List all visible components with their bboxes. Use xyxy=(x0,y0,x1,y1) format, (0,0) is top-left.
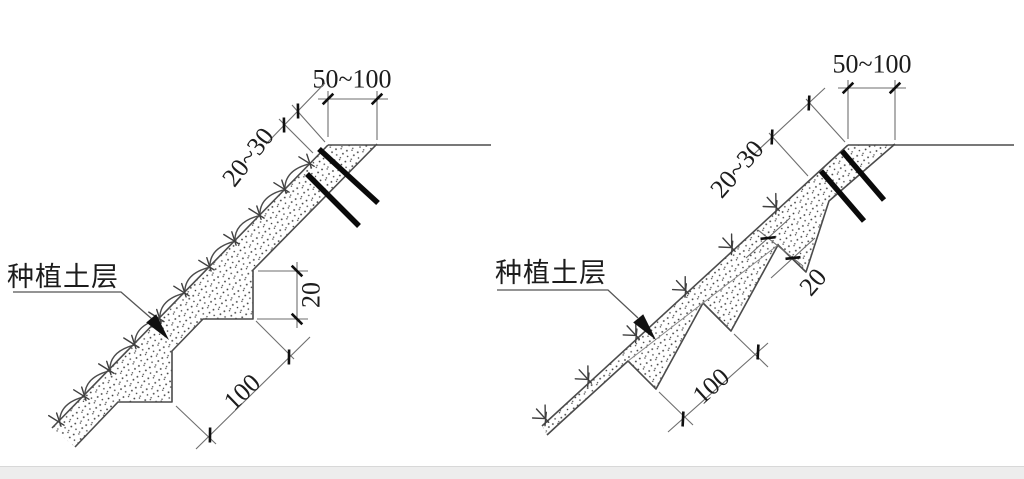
stepped-excavation-line xyxy=(74,143,378,448)
tuft-cross xyxy=(634,328,638,344)
grass-tick xyxy=(155,308,162,324)
grass-tick xyxy=(123,337,140,349)
leader-arrowhead xyxy=(146,314,169,340)
anchor-bar xyxy=(818,169,867,223)
dim-label: 50~100 xyxy=(832,50,911,79)
tuft-cross xyxy=(587,372,590,388)
tuft-stem xyxy=(578,369,593,384)
tuft-branch xyxy=(531,417,546,420)
soil-layer-callout: 种植土层 xyxy=(495,258,656,340)
grass-tick xyxy=(248,207,265,219)
grass-scallop-arc xyxy=(159,292,185,320)
dim-top-width: 50~100 xyxy=(832,50,912,140)
leader-arrowhead xyxy=(633,314,656,340)
anchor-bar xyxy=(839,149,887,202)
anchor-bars xyxy=(305,146,380,228)
grass-tick xyxy=(273,181,290,193)
soil-layer-callout: 种植土层 xyxy=(7,262,169,340)
dim-tick xyxy=(321,92,335,106)
grass-scallop-arc xyxy=(284,163,311,190)
grass-tick xyxy=(231,231,237,246)
grass-tick xyxy=(298,156,315,168)
dim-top-width: 50~100 xyxy=(312,65,392,140)
tuft-stem xyxy=(626,325,640,340)
dim-label: 20~30 xyxy=(216,122,280,192)
dim-tick xyxy=(681,411,685,427)
soil-bottom-chord-lines xyxy=(627,244,779,362)
grass-tick xyxy=(173,285,190,297)
grass-scallop-arc xyxy=(259,188,286,216)
sawtooth-excavation-line xyxy=(546,143,896,436)
stepped-slope-diagram: 50~100 20~30 20 100 种植土层 xyxy=(7,65,491,450)
sawtooth-slope-diagram: 50~100 20~30 20 100 种植土层 xyxy=(495,50,1014,436)
soil-layer-label: 种植土层 xyxy=(7,262,119,292)
tuft-stem xyxy=(722,237,736,253)
grass-tick xyxy=(281,179,287,195)
dim-label: 100 xyxy=(218,368,266,416)
tuft-stem xyxy=(675,279,690,295)
grass-scallop-arc xyxy=(109,344,135,371)
dimension-ticks xyxy=(208,81,902,443)
grass-tick xyxy=(55,412,62,427)
slope-face-line xyxy=(541,144,849,427)
dim-label: 20 xyxy=(297,282,326,308)
grass-tick xyxy=(48,414,65,426)
grass-tick xyxy=(306,153,312,169)
dim-tick xyxy=(760,235,776,241)
grass-scallop-arc xyxy=(84,370,110,397)
dim-label: 50~100 xyxy=(312,65,391,94)
dim-tick xyxy=(756,344,760,360)
dim-tick xyxy=(888,81,902,95)
dim-label: 100 xyxy=(687,362,735,410)
dim-tick xyxy=(290,264,304,278)
tuft-stem xyxy=(766,196,780,212)
grass-tick xyxy=(256,205,262,221)
grass-tick xyxy=(206,257,212,272)
anchor-bars xyxy=(818,149,887,223)
slope-face-line xyxy=(51,144,329,429)
dim-tick xyxy=(770,129,774,145)
soil-band-stipple xyxy=(52,144,377,447)
tuft-branch xyxy=(671,288,686,291)
dim-tick xyxy=(370,92,384,106)
grass-scallop-arc xyxy=(58,395,85,423)
grass-tick xyxy=(223,233,240,245)
anchor-bar xyxy=(305,172,361,228)
dim-step-length: 100 xyxy=(175,320,311,450)
dim-tick xyxy=(290,312,304,326)
tuft-cross xyxy=(684,283,687,298)
tuft-stem xyxy=(535,408,550,423)
tuft-cross xyxy=(730,240,734,256)
tuft-branch xyxy=(622,334,637,337)
tuft-branch xyxy=(574,378,589,381)
dim-tick xyxy=(841,81,855,95)
dim-label: 20~30 xyxy=(704,135,769,204)
scallop-grass-symbols xyxy=(48,153,315,427)
dim-step-height: 20 xyxy=(257,262,326,328)
grass-tick xyxy=(80,386,87,402)
tuft-branch xyxy=(762,205,777,208)
grass-scallop-arc xyxy=(234,214,261,242)
grass-tick xyxy=(97,363,115,375)
dim-label: 20 xyxy=(794,263,833,302)
grass-tick xyxy=(72,389,90,400)
grass-tick xyxy=(180,282,187,298)
footer-strip xyxy=(0,466,1024,479)
grass-scallop-arc xyxy=(209,240,236,268)
tuft-cross xyxy=(544,411,547,427)
dim-tick xyxy=(785,255,801,261)
leader-line xyxy=(13,291,153,320)
anchor-bar xyxy=(317,146,380,206)
grass-tick xyxy=(130,334,137,350)
tuft-cross xyxy=(775,199,778,215)
tuft-branch xyxy=(718,246,733,249)
grass-tick xyxy=(105,360,112,376)
soil-layer-label: 种植土层 xyxy=(495,258,607,288)
leader-line xyxy=(497,289,639,319)
slope-detail-drawing: 50~100 20~30 20 100 种植土层 xyxy=(7,50,1014,450)
grass-scallop-arc xyxy=(184,266,211,294)
dim-tick xyxy=(807,95,811,111)
grass-tick xyxy=(198,259,215,271)
grass-tuft-symbols xyxy=(531,192,780,427)
